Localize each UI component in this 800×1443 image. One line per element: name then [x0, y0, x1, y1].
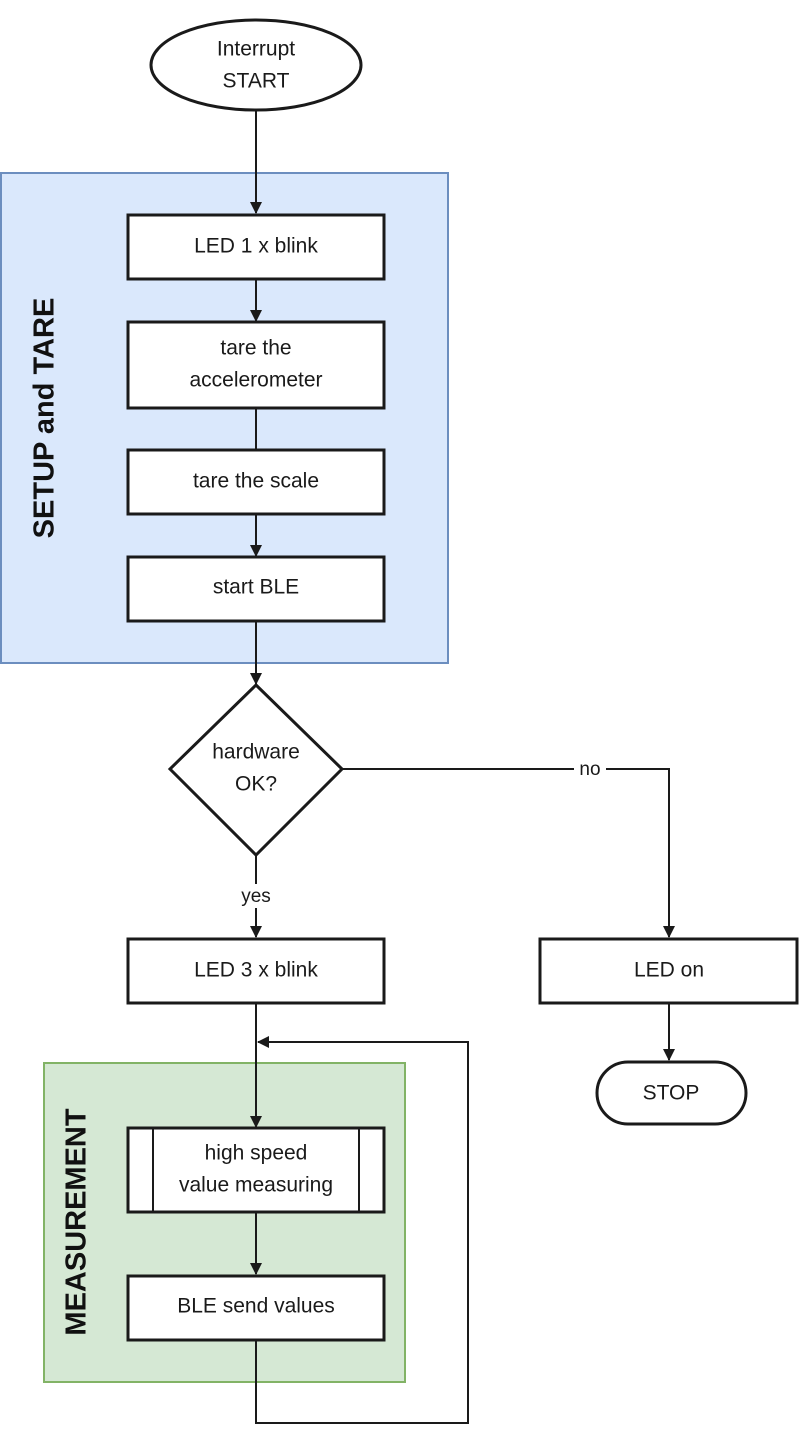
hardware-ok-line2: OK?: [235, 773, 277, 796]
measure-subprocess-line1: high speed: [205, 1142, 308, 1165]
led3-blink-label: LED 3 x blink: [194, 959, 318, 982]
hardware-ok-line1: hardware: [212, 741, 300, 764]
ble-send-process: [126, 1274, 386, 1342]
edge-loop-back: [255, 1036, 469, 1424]
start-ble-process: [126, 555, 386, 623]
led-on-label: LED on: [634, 959, 704, 982]
tare-accelerometer-process: [126, 320, 386, 410]
tare-scale-process: [126, 448, 386, 516]
start-terminator: [149, 18, 363, 112]
edge-decision-no-to-led-on: [606, 768, 675, 938]
measure-subprocess: [126, 1126, 386, 1214]
measurement-group-label: MEASUREMENT: [61, 1108, 93, 1335]
start-terminator-line1: Interrupt: [217, 38, 295, 61]
edges: [250, 111, 675, 1424]
stop-terminator-label: STOP: [643, 1082, 700, 1105]
tare-accelerometer-line1: tare the: [220, 337, 291, 360]
stop-terminator: [595, 1060, 748, 1126]
tare-scale-label: tare the scale: [193, 470, 319, 493]
led1-blink-label: LED 1 x blink: [194, 235, 318, 258]
ble-send-label: BLE send values: [177, 1295, 335, 1318]
start-terminator-line2: START: [223, 70, 290, 93]
hardware-ok-decision: [167, 682, 345, 858]
setup-and-tare-group-label: SETUP and TARE: [29, 298, 61, 539]
start-ble-label: start BLE: [213, 576, 299, 599]
edge-label-yes: yes: [241, 886, 271, 907]
led1-blink-process: [126, 213, 386, 281]
edge-label-no: no: [579, 759, 600, 780]
led-on-process: [538, 937, 799, 1005]
measure-subprocess-line2: value measuring: [179, 1174, 333, 1197]
tare-accelerometer-line2: accelerometer: [189, 369, 322, 392]
led3-blink-process: [126, 937, 386, 1005]
